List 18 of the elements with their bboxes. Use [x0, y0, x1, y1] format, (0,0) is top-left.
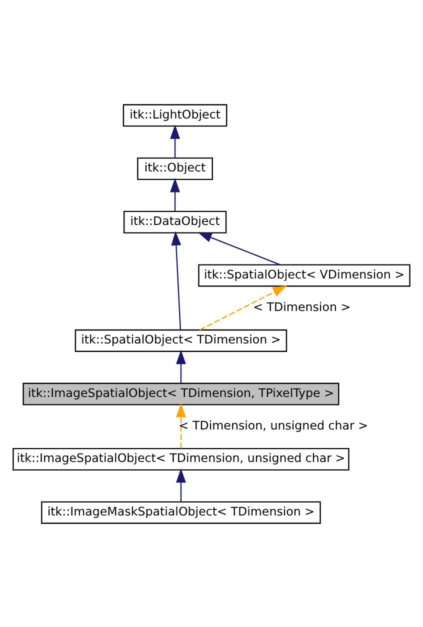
node-box: itk::SpatialObject< TDimension > — [74, 328, 288, 352]
node-box: itk::LightObject — [122, 104, 228, 126]
node-box: itk::SpatialObject< VDimension > — [198, 264, 410, 286]
arrow — [176, 402, 186, 448]
arrow — [176, 468, 186, 502]
node-box: itk::ImageSpatialObject< TDimension, unsigned char > — [12, 447, 350, 470]
arrow — [170, 177, 180, 211]
node-box: itk::DataObject — [123, 210, 227, 233]
node-box: itk::ImageMaskSpatialObject< TDimension > — [41, 500, 321, 524]
arrow — [170, 124, 180, 158]
edge-label: < TDimension, unsigned char > — [178, 418, 368, 432]
node-box: itk::ImageSpatialObject< TDimension, TPixelType > — [22, 382, 340, 405]
arrow — [199, 284, 287, 330]
edge-label: < TDimension > — [253, 300, 351, 314]
arrow — [171, 230, 182, 330]
arrow — [176, 349, 186, 383]
arrow — [198, 232, 280, 265]
node-box: itk::Object — [137, 157, 213, 180]
